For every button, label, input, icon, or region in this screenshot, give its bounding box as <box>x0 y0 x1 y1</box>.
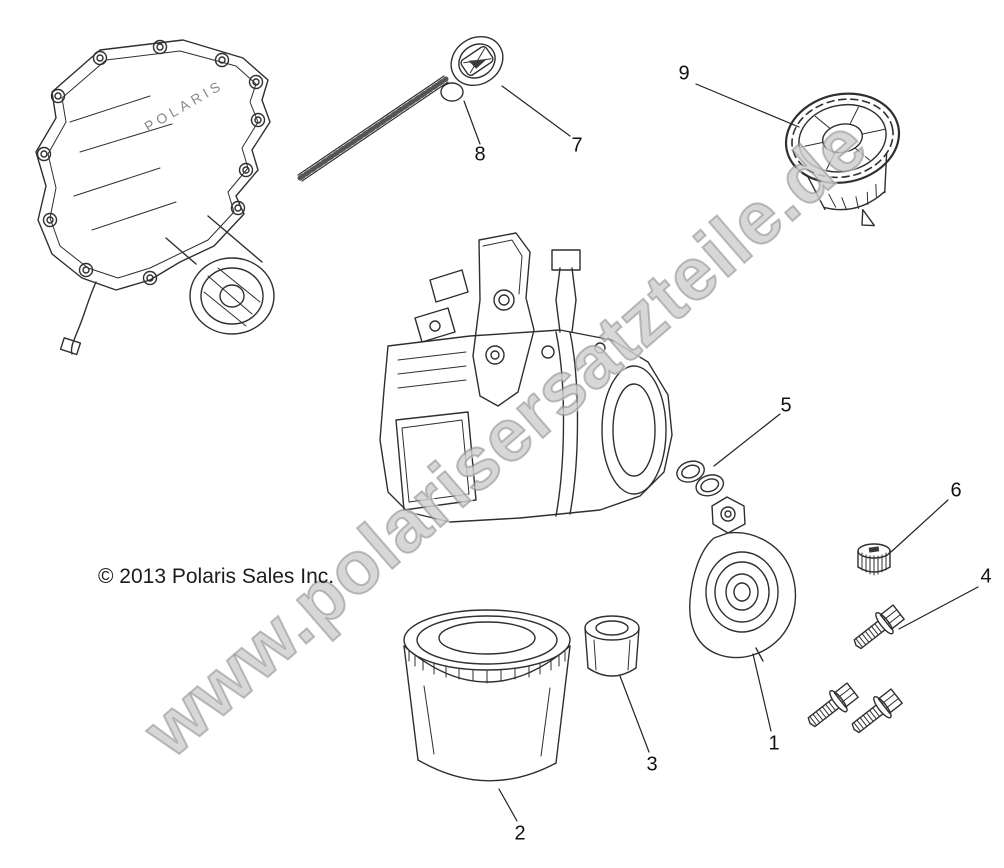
leader-line-9 <box>695 83 800 128</box>
callout-2: 2 <box>514 822 526 845</box>
callout-6: 6 <box>950 479 962 502</box>
leader-line-7 <box>501 85 571 137</box>
callout-7: 7 <box>571 134 583 157</box>
callout-1: 1 <box>768 732 780 755</box>
engine-block-drawing <box>379 232 673 523</box>
oil-fill-cap-drawing <box>784 92 901 227</box>
callout-5: 5 <box>780 394 792 417</box>
leader-line-3 <box>619 675 650 753</box>
oil-filter-drawing <box>403 609 571 782</box>
crankcase-cylinder <box>165 215 275 335</box>
leader-line-1 <box>752 653 772 732</box>
leader-line-6 <box>890 499 949 553</box>
flange-bolt-upper <box>847 601 908 657</box>
callout-4: 4 <box>980 565 992 588</box>
dipstick-cap <box>450 35 504 87</box>
o-rings-drawing <box>676 460 725 497</box>
spacer-drawing <box>584 615 640 677</box>
callout-9: 9 <box>678 62 690 85</box>
crankcase-bolt-bosses <box>36 39 266 286</box>
flange-bolt-lower-left <box>801 679 862 735</box>
callout-3: 3 <box>646 753 658 776</box>
oil-filter-adapter-drawing <box>689 496 797 662</box>
callout-8: 8 <box>474 143 486 166</box>
leader-line-8 <box>463 100 481 145</box>
copyright-notice: © 2013 Polaris Sales Inc. <box>98 565 335 588</box>
crankcase-assembly-drawing: POLARIS <box>35 39 275 356</box>
crankcase-wire <box>59 281 97 356</box>
leader-line-4 <box>898 586 979 630</box>
plug-drawing <box>857 543 891 576</box>
dipstick-drawing <box>297 35 504 182</box>
leader-lines <box>463 83 979 822</box>
crankcase-cast-label: POLARIS <box>142 76 227 134</box>
leader-line-5 <box>713 413 781 467</box>
leader-line-2 <box>498 788 518 822</box>
